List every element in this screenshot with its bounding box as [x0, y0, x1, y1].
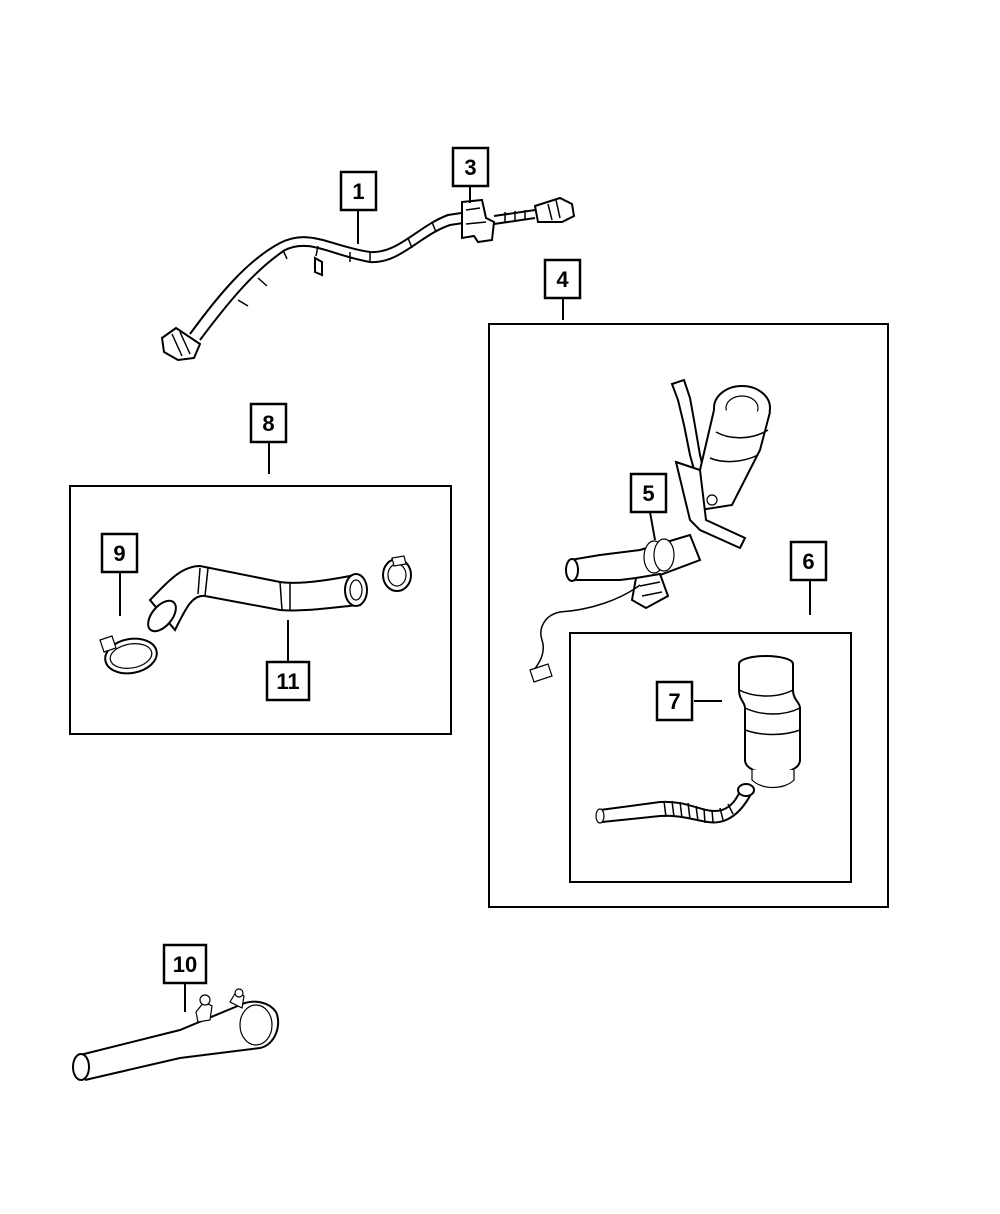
callout-9: 9 [100, 532, 139, 574]
callout-6: 6 [789, 540, 828, 582]
callout-label: 1 [352, 179, 364, 204]
callout-label: 7 [668, 689, 680, 714]
leader-lines [119, 186, 811, 1012]
callout-3: 3 [451, 146, 490, 188]
callout-label: 6 [802, 549, 814, 574]
callout-8: 8 [249, 402, 288, 444]
callout-5: 5 [629, 472, 668, 514]
callout-1: 1 [339, 170, 378, 212]
callout-label: 4 [556, 267, 569, 292]
callout-label: 8 [262, 411, 274, 436]
callout-label: 5 [642, 481, 654, 506]
callout-label: 10 [173, 952, 197, 977]
callout-label: 9 [113, 541, 125, 566]
kit-frame-4 [488, 323, 889, 908]
callout-11: 11 [265, 660, 311, 702]
filler-hose-kit [99, 555, 412, 675]
filler-tube-lower [72, 988, 280, 1081]
callout-label: 11 [276, 669, 299, 694]
callout-7: 7 [655, 680, 694, 722]
callout-label: 3 [464, 155, 476, 180]
vent-filter-assembly [595, 655, 801, 824]
kit-frame-8 [69, 485, 452, 735]
callout-10: 10 [162, 943, 208, 985]
callout-4: 4 [543, 258, 582, 300]
fuel-filler-tube [529, 378, 771, 683]
vapor-hose-assembly [160, 196, 576, 362]
kit-frame-6 [569, 632, 852, 883]
